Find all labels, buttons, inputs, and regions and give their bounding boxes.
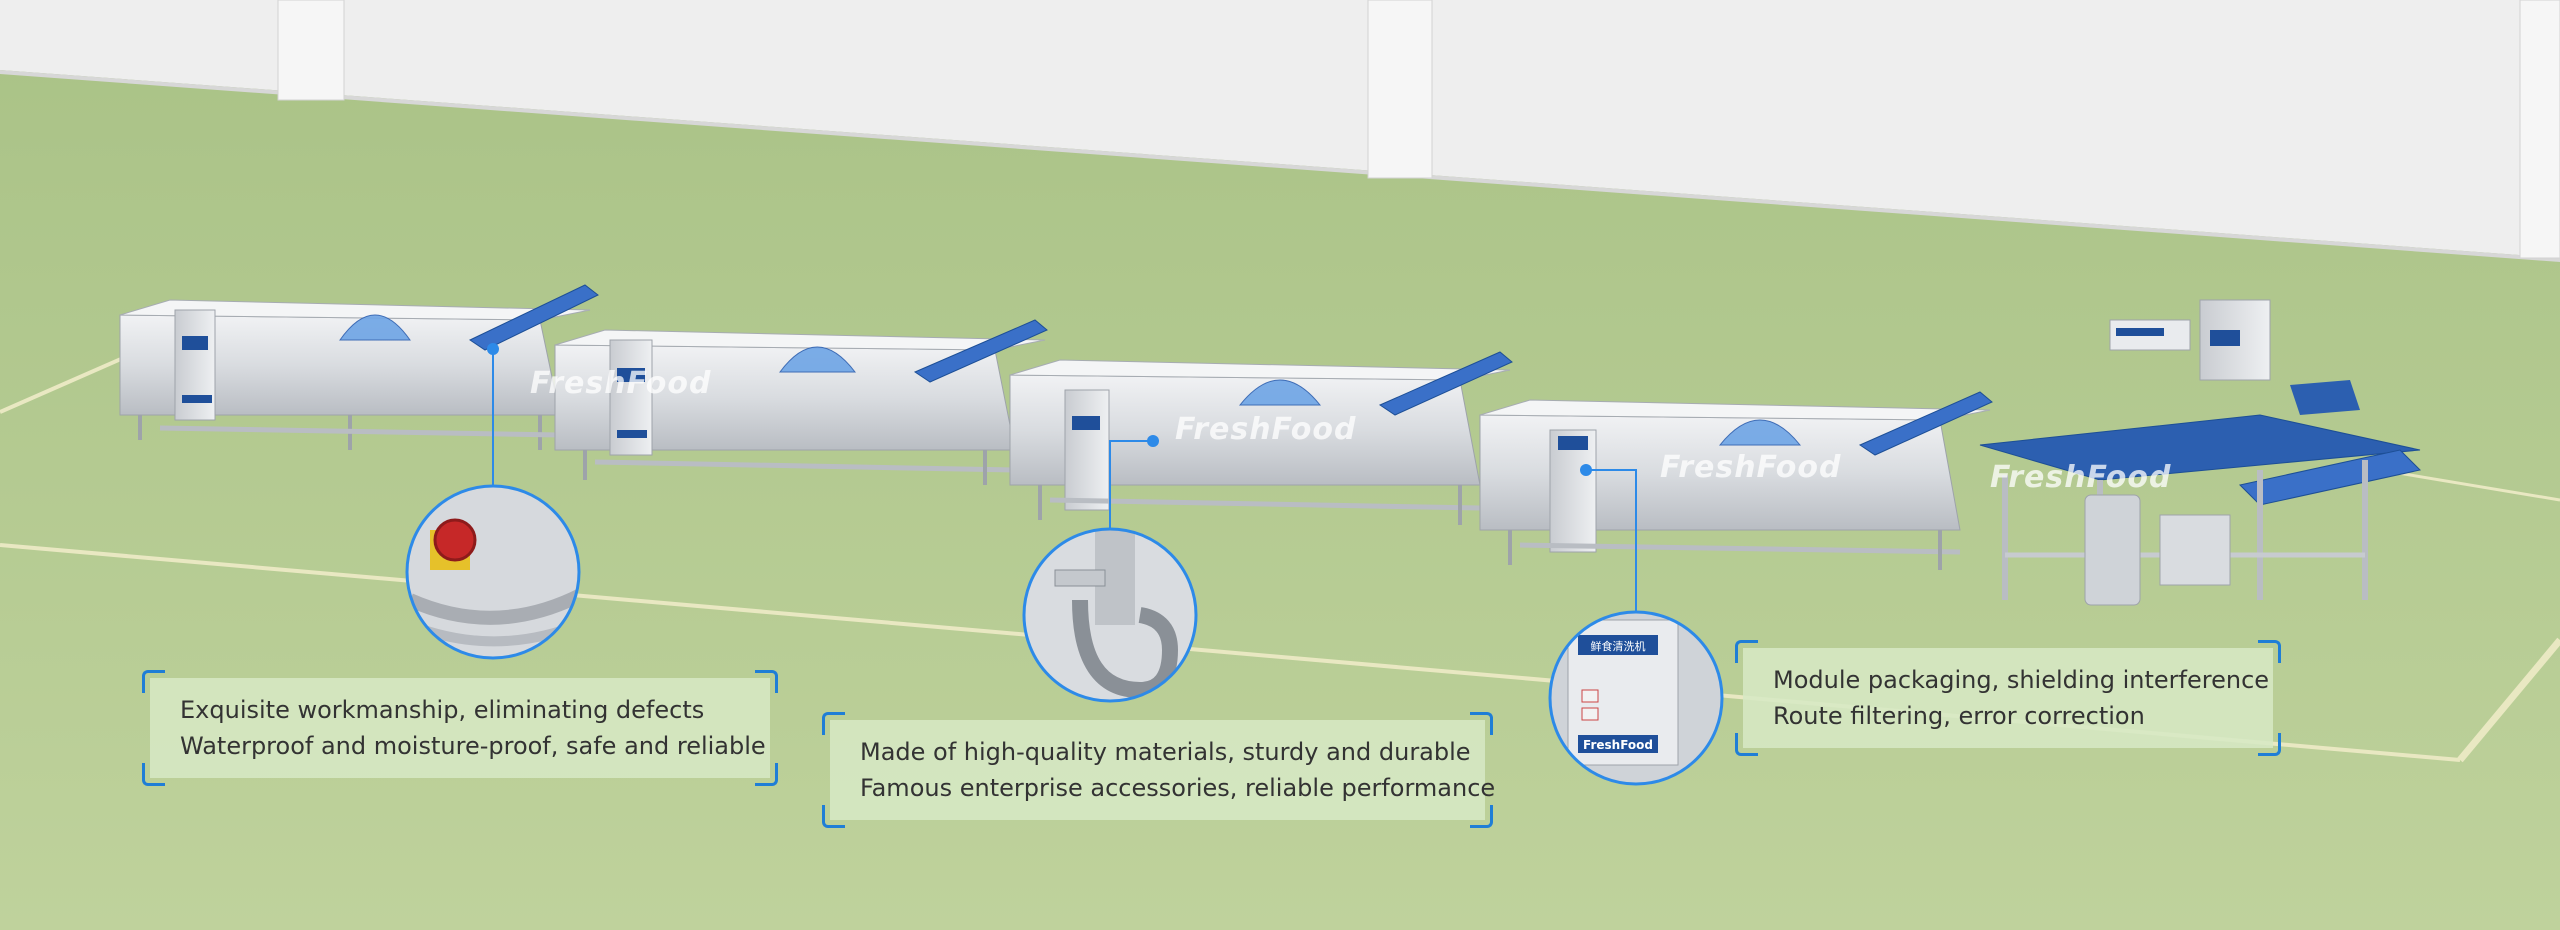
- washing-machine-3: [1009, 351, 1513, 525]
- emergency-stop-icon: [433, 518, 477, 562]
- panel-label: 鲜食清洗机: [1591, 639, 1646, 653]
- freshfood-badge: [1578, 735, 1658, 753]
- detail-circle-pipe-valve: [1022, 527, 1198, 703]
- callout-workmanship: Exquisite workmanship, eliminating defec…: [142, 670, 778, 786]
- valve-handle-icon: [1072, 599, 1179, 699]
- watermark: FreshFood: [1660, 450, 1842, 485]
- callout-line: Module packaging, shielding interference: [1773, 666, 2270, 694]
- wall-pillar: [277, 0, 345, 101]
- wall-pillar: [2519, 0, 2560, 259]
- floor-line: [0, 353, 131, 414]
- sorting-conveyor: [1979, 299, 2422, 606]
- callout-line: Made of high-quality materials, sturdy a…: [860, 738, 1471, 766]
- callout-line: Route filtering, error correction: [1773, 702, 2145, 730]
- callout-line: Exquisite workmanship, eliminating defec…: [180, 696, 705, 724]
- svg-text:FreshFood: FreshFood: [1583, 738, 1653, 752]
- floor-line: [2457, 637, 2560, 763]
- callout-module: Module packaging, shielding interference…: [1735, 640, 2281, 756]
- detail-circle-control-cabinet: 鲜食清洗机 FreshFood: [1548, 610, 1724, 786]
- connector-dot: [1580, 464, 1592, 476]
- watermark: FreshFood: [1175, 412, 1357, 447]
- callout-line: Waterproof and moisture-proof, safe and …: [180, 732, 766, 760]
- callout-connector: [1109, 440, 1153, 529]
- wall-pillar: [1367, 0, 1433, 179]
- washing-machine-2: [554, 319, 1048, 485]
- washing-machine-4: [1479, 391, 1993, 570]
- callout-line: Famous enterprise accessories, reliable …: [860, 774, 1496, 802]
- connector-dot: [487, 343, 499, 355]
- floor-line: [2379, 468, 2560, 502]
- connector-dot: [1147, 435, 1159, 447]
- watermark: FreshFood: [530, 366, 712, 401]
- callout-connector: [1586, 469, 1637, 612]
- callout-materials: Made of high-quality materials, sturdy a…: [822, 712, 1496, 828]
- back-wall: [0, 0, 2560, 258]
- watermark: FreshFood: [1990, 460, 2172, 495]
- detail-circle-emergency-stop: [405, 484, 581, 660]
